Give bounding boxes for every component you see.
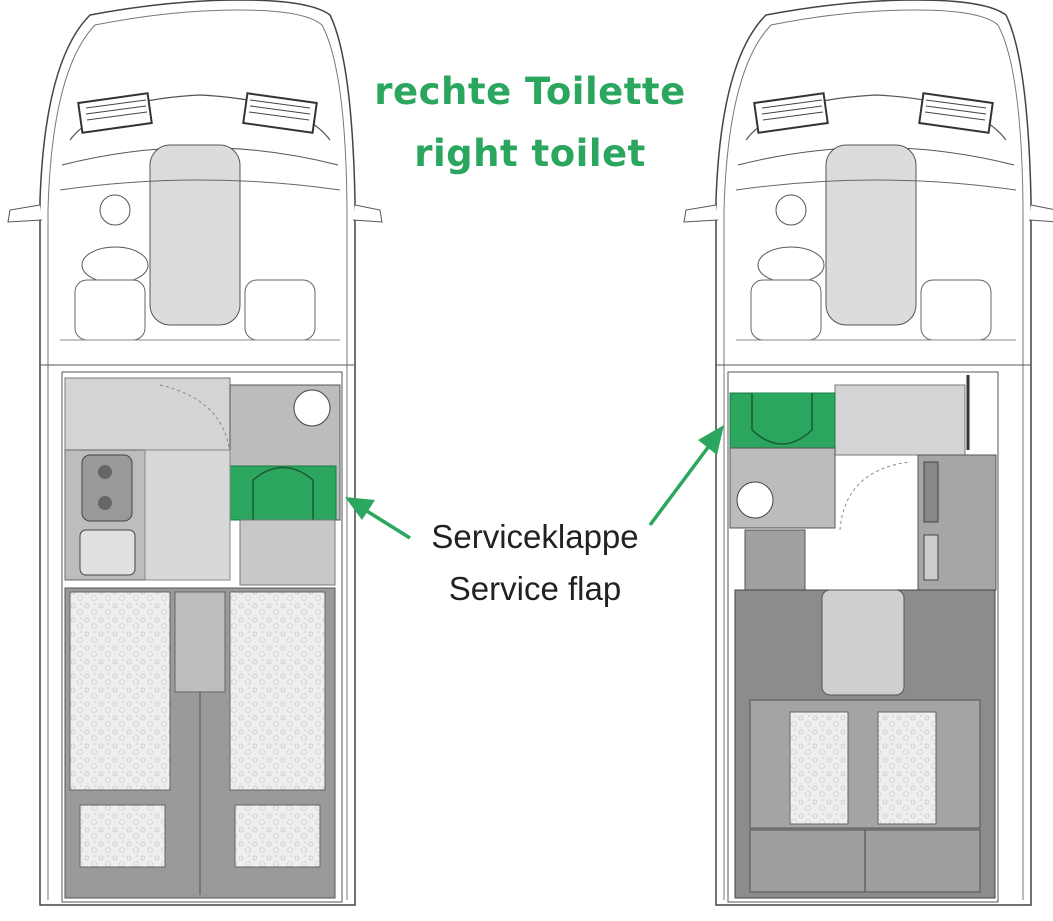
- left-van-floorplan: [7, 0, 383, 906]
- callout-english: Service flap: [448, 570, 622, 607]
- title-english: right toilet: [414, 132, 646, 175]
- right-bed-left: [789, 711, 849, 825]
- right-wash-basin: [736, 481, 774, 519]
- left-bed-right: [229, 591, 326, 791]
- left-stove: [81, 454, 133, 522]
- callout-german: Serviceklappe: [431, 518, 639, 555]
- right-table: [821, 589, 905, 696]
- left-sink: [79, 529, 136, 576]
- left-bed-left: [69, 591, 171, 791]
- right-van-floorplan: [683, 0, 1053, 906]
- right-bed-right: [877, 711, 937, 825]
- right-service-flap-arrow: [648, 425, 724, 527]
- left-service-flap-arrow: [345, 497, 411, 540]
- left-wash-basin: [293, 389, 331, 427]
- title-german: rechte Toilette: [374, 70, 686, 113]
